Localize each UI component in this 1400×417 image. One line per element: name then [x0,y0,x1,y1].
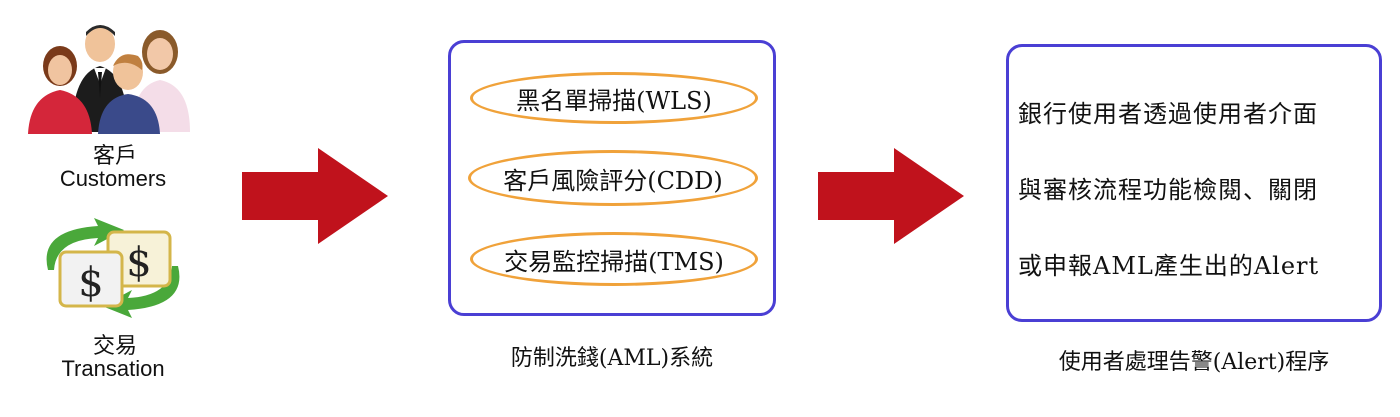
aml-item-cdd: 客戶風險評分(CDD) [468,150,758,206]
transaction-label-zh: 交易 [92,334,137,359]
aml-item-wls: 黑名單掃描(WLS) [470,72,758,124]
svg-text:$: $ [126,240,151,286]
transaction-label-en: Transation [61,356,165,381]
aml-item-tms: 交易監控掃描(TMS) [470,232,758,286]
flow-arrow-1 [242,148,388,244]
aml-system-box [448,40,776,316]
customers-label-en: Customers [59,166,167,191]
flow-arrow-2 [818,148,964,244]
dollar-exchange-icon: $ $ [46,218,180,318]
customers-label-zh: 客戶 [92,144,137,169]
aml-system-caption: 防制洗錢(AML)系統 [510,346,714,371]
alert-process-box [1006,44,1382,322]
alert-process-line-3: 或申報AML產生出的Alert [1018,252,1320,280]
people-group-icon [28,25,190,134]
alert-process-line-2: 與審核流程功能檢閱、關閉 [1018,176,1318,204]
alert-process-caption: 使用者處理告警(Alert)程序 [1058,350,1330,375]
alert-process-line-1: 銀行使用者透過使用者介面 [1018,100,1318,128]
svg-text:$: $ [78,260,103,306]
